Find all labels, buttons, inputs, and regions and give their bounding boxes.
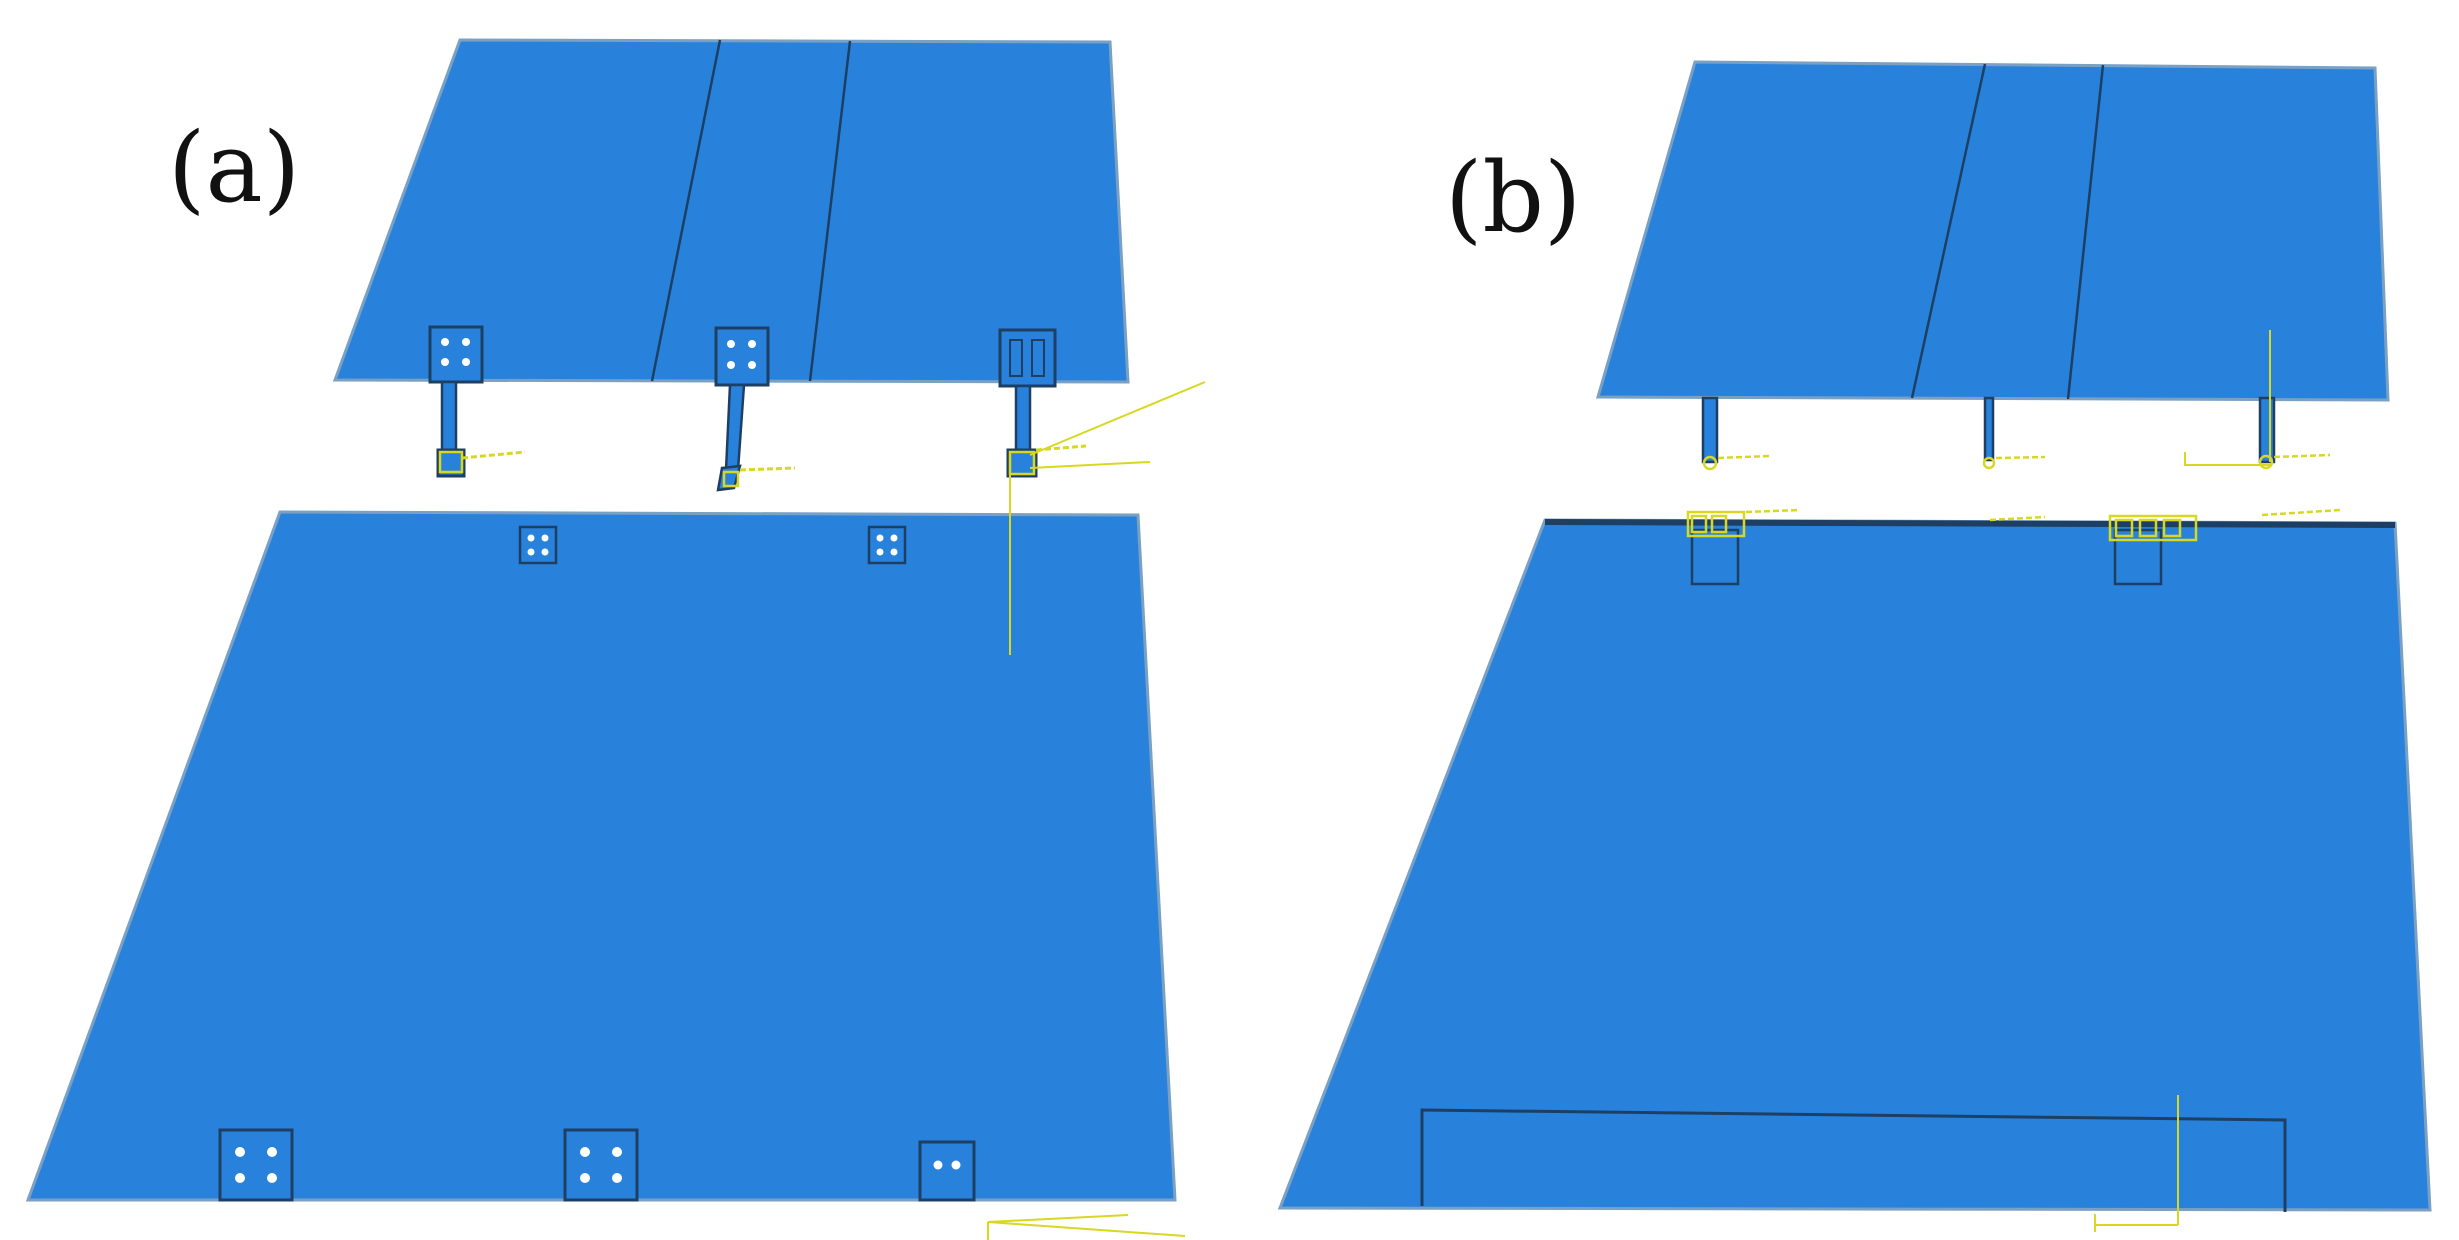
bolt-hole-icon: [2113, 528, 2163, 586]
panel-label-b: (b): [1445, 142, 1582, 254]
reference-point-marker-icon: [1686, 454, 1801, 538]
reference-point-marker-icon: [1008, 444, 1087, 476]
reference-point-marker-icon: [438, 450, 526, 474]
bolt-hole-icon: [563, 1128, 639, 1202]
coordinate-triad-icon: [2094, 1095, 2179, 1232]
connector-rod: [2258, 396, 2276, 464]
connector-a-2: [714, 326, 770, 492]
connector-a-3: [998, 328, 1057, 478]
upper-plate-seam: [1910, 63, 1987, 399]
bolt-hole-icon: [918, 1140, 976, 1202]
upper-plate-seam: [808, 40, 852, 382]
reference-point-marker-icon: [2108, 453, 2341, 542]
upper-plate-seam: [2066, 64, 2105, 400]
coordinate-triad-icon: [1009, 381, 1206, 655]
upper-plate-b: [1596, 60, 2390, 402]
reference-point-marker-icon: [722, 466, 796, 488]
bolt-hole-icon: [218, 1128, 294, 1202]
panel-label-a: (a): [168, 112, 301, 224]
connector-rod: [1701, 396, 1719, 464]
upper-plate-seam: [650, 39, 722, 382]
lower-plate-b: [1277, 518, 2432, 1212]
bolt-hole-icon: [1690, 528, 1740, 586]
reference-point-marker-icon: [1982, 455, 2046, 522]
upper-plate-a: [332, 38, 1130, 384]
coordinate-triad-icon: [987, 1214, 1186, 1240]
lower-plate-outline: [1420, 1108, 2287, 1212]
connector-rod: [1983, 396, 1995, 462]
lower-plate-a: [25, 510, 1177, 1202]
coordinate-triad-icon: [2184, 330, 2271, 466]
panel-a: [25, 38, 1206, 1240]
panel-b: [1277, 60, 2432, 1232]
connector-a-1: [428, 325, 484, 478]
